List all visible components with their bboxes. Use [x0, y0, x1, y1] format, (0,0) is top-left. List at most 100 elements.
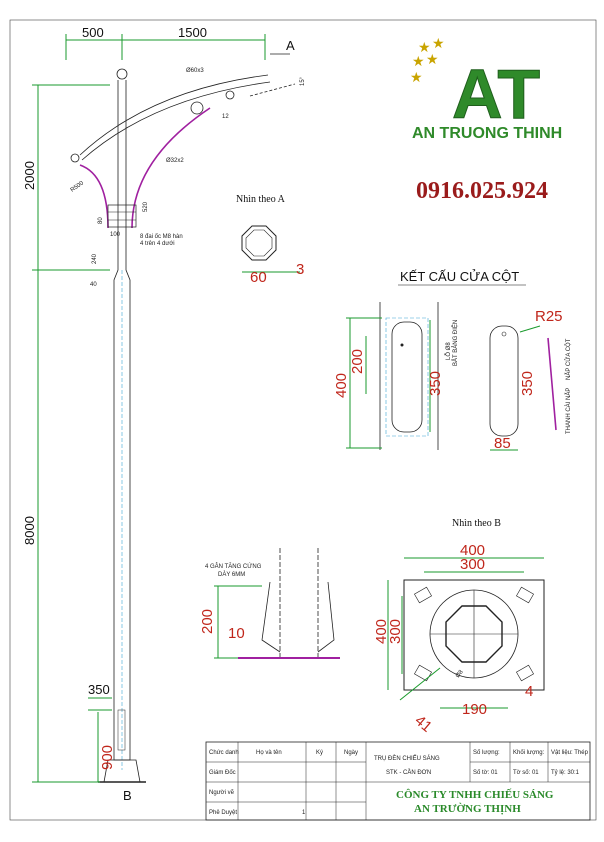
- tb-header-sign: Ký: [316, 750, 323, 756]
- octagon-outer: [241, 225, 277, 261]
- tb-extra-mark: 1: [302, 810, 306, 816]
- view-b-dim-hole: Ø8: [455, 669, 465, 679]
- view-b-dim-300-top: 300: [460, 556, 485, 573]
- rib-dim-200: 200: [199, 609, 216, 634]
- view-a: Nhìn theo A 60 3: [236, 194, 304, 286]
- logo-star-4: ★: [426, 51, 439, 67]
- pole-dimensions: 500 1500 A 2000 8000 350 900 Ø60x3 Ø32x2…: [22, 25, 306, 803]
- tb-role-approver: Phê Duyệt: [209, 810, 237, 816]
- tb-header-date: Ngày: [344, 750, 358, 756]
- pole-elevation: [70, 68, 296, 783]
- octagon-inner: [245, 229, 273, 257]
- brace-pipe-label: Ø32x2: [166, 158, 184, 164]
- door-right-cover: [489, 325, 519, 437]
- brace-right: [131, 107, 211, 229]
- view-b-dim-400-top: 400: [460, 542, 485, 559]
- view-b-dim-190: 190: [462, 701, 487, 718]
- tb-header-role: Chức danh: [209, 750, 239, 756]
- view-b: Nhìn theo B 400 300 400 300 190 4 41 Ø8: [373, 518, 545, 736]
- view-a-dim-60: 60: [250, 269, 267, 286]
- view-b-dim-41: 41: [411, 712, 435, 736]
- tb-company-1: CÔNG TY TNHH CHIẾU SÁNG: [396, 788, 554, 801]
- section-marker-a: A: [286, 38, 295, 53]
- door-dim-400: 400: [333, 373, 350, 398]
- door-left-opening: [391, 321, 423, 433]
- door-note-2: BẮT BẢNG ĐIỆN: [451, 320, 459, 366]
- view-b-dim-400-left: 400: [373, 619, 390, 644]
- tb-company-2: AN TRƯỜNG THỊNH: [414, 803, 521, 815]
- tb-header-name: Họ và tên: [256, 750, 282, 756]
- view-a-title: Nhìn theo A: [236, 194, 286, 205]
- arm-end-ring: [70, 153, 80, 163]
- arm-ring-2: [225, 90, 235, 100]
- dim-8000: 8000: [22, 516, 37, 545]
- radius-label: R500: [70, 180, 86, 194]
- view-b-dim-4: 4: [525, 683, 533, 700]
- tb-scale: Tỷ lệ: 30:1: [551, 769, 580, 776]
- dim-900: 900: [99, 745, 116, 770]
- logo-phone: 0916.025.924: [416, 178, 548, 204]
- arm-lower: [81, 81, 271, 161]
- door-title: KẾT CẤU CỬA CỘT: [400, 269, 519, 284]
- door-dim-350-left: 350: [427, 371, 444, 396]
- door-dim-r25: R25: [535, 308, 563, 325]
- logo-letters: AT: [452, 55, 540, 133]
- view-b-dim-300-left: 300: [387, 619, 404, 644]
- door-structure: KẾT CẤU CỬA CỘT 400 200 350 LỖ Ø8 BẮT BẢ…: [333, 269, 572, 452]
- band-gap-label: 80: [98, 217, 104, 224]
- view-b-title: Nhìn theo B: [452, 518, 501, 529]
- tb-sheet-no: Số tờ: 01: [473, 770, 498, 776]
- logo-company: AN TRUONG THINH: [412, 125, 562, 142]
- tb-sheet-idx: Tờ số: 01: [513, 770, 539, 776]
- door-left-shaft: [379, 302, 439, 450]
- band-note-2: 4 trên 4 dưới: [140, 241, 175, 247]
- tb-product-2: STK - CẦN ĐƠN: [386, 769, 431, 776]
- base-octagon: [445, 605, 503, 663]
- arm-offset-label: 12: [222, 114, 229, 120]
- door-dim-200: 200: [349, 349, 366, 374]
- band-height-label: 520: [143, 201, 149, 212]
- rib-dim-10: 10: [228, 625, 245, 642]
- dim-500: 500: [82, 25, 104, 40]
- rib-note-2: DÀY 6MM: [218, 571, 245, 578]
- band-note-1: 8 đai ốc M8 hàn: [140, 234, 183, 240]
- door-bar: [547, 337, 557, 431]
- arm-ring-1: [190, 101, 204, 115]
- door-note-3: NẮP CỬA CỘT: [564, 338, 572, 380]
- door-dim-85: 85: [494, 435, 511, 452]
- dim-2000: 2000: [22, 161, 37, 190]
- dim-240-label: 240: [92, 253, 98, 264]
- door-note-4: THANH CÀI NẮP: [564, 388, 572, 434]
- logo-star-2: ★: [432, 35, 445, 51]
- dim-350: 350: [88, 682, 110, 697]
- logo-star-1: ★: [418, 39, 431, 55]
- title-block: Chức danh Họ và tên Ký Ngày Giám Đốc Ngư…: [205, 741, 591, 821]
- dim-40-label: 40: [90, 282, 97, 288]
- logo-star-3: ★: [412, 53, 425, 69]
- tb-product-1: TRỤ ĐÈN CHIẾU SÁNG: [374, 755, 440, 762]
- pole-door: [117, 709, 126, 751]
- clamp-band: [107, 204, 137, 228]
- band-width-label: 100: [110, 232, 121, 238]
- tb-material: Vật liệu: Thép: [551, 750, 589, 756]
- door-note-1: LỖ Ø8: [445, 342, 452, 360]
- section-marker-b: B: [123, 788, 132, 803]
- tb-role-drafter: Người vẽ: [209, 790, 235, 796]
- dim-1500: 1500: [178, 25, 207, 40]
- base-plate-outline: [403, 579, 545, 691]
- tb-role-director: Giám Đốc: [209, 770, 236, 776]
- view-a-dim-3: 3: [296, 261, 304, 278]
- tb-qty: Số lượng:: [473, 750, 500, 756]
- company-logo: AT ★ ★ ★ ★ ★ AN TRUONG THINH 0916.025.92…: [410, 35, 562, 204]
- arm-pipe-label: Ø60x3: [186, 68, 204, 74]
- rib-note-1: 4 GÂN TĂNG CỨNG: [205, 563, 262, 570]
- lamp-axis: [249, 83, 296, 97]
- arm-upper: [79, 74, 269, 156]
- door-dim-350-right: 350: [519, 371, 536, 396]
- angle-label: 15°: [300, 76, 306, 86]
- logo-star-5: ★: [410, 69, 423, 85]
- rib-detail: 4 GÂN TĂNG CỨNG DÀY 6MM 200 10: [199, 548, 340, 660]
- tb-weight: Khối lượng:: [513, 750, 545, 756]
- pole-cap: [116, 68, 128, 80]
